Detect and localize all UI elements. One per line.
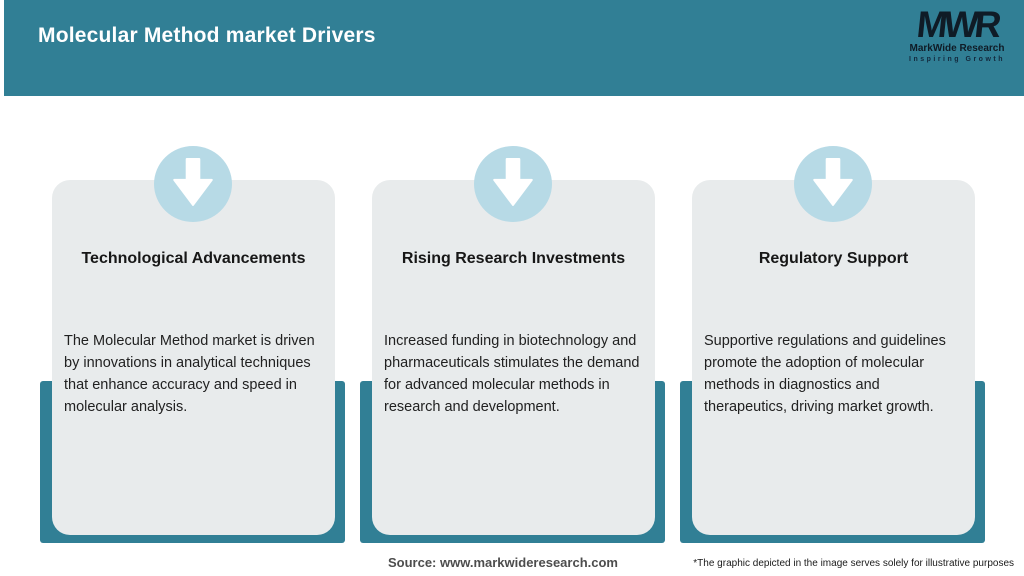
down-arrow-icon: [153, 146, 232, 222]
driver-card-rising-research-investments: Rising Research Investments Increased fu…: [360, 0, 665, 576]
logo-tagline: Inspiring Growth: [909, 56, 1005, 63]
card-panel: [692, 180, 975, 535]
page-title: Molecular Method market Drivers: [38, 24, 376, 47]
down-arrow-icon: [793, 146, 872, 222]
source-attribution: Source: www.markwideresearch.com: [387, 555, 618, 570]
card-body-text: The Molecular Method market is driven by…: [64, 333, 315, 415]
logo-company-name: MarkWide Research: [909, 43, 1005, 54]
card-title: Technological Advancements: [81, 250, 306, 267]
markwide-research-logo: MWR MarkWide Research Inspiring Growth: [902, 4, 1012, 63]
driver-card-regulatory-support: Regulatory Support Supportive regulation…: [680, 0, 985, 576]
header-bar: Molecular Method market Drivers MWR Mark…: [4, 0, 1024, 96]
driver-card-technological-advancements: Technological Advancements The Molecular…: [40, 0, 345, 576]
card-title: Regulatory Support: [758, 250, 909, 267]
card-panel: [52, 180, 335, 535]
down-arrow-icon: [473, 146, 552, 222]
disclaimer-note: *The graphic depicted in the image serve…: [693, 558, 1014, 569]
card-body-text: Supportive regulations and guidelines pr…: [704, 333, 946, 415]
card-panel: [372, 180, 655, 535]
card-title: Rising Research Investments: [401, 250, 626, 267]
card-body-text: Increased funding in biotechnology and p…: [384, 333, 640, 415]
